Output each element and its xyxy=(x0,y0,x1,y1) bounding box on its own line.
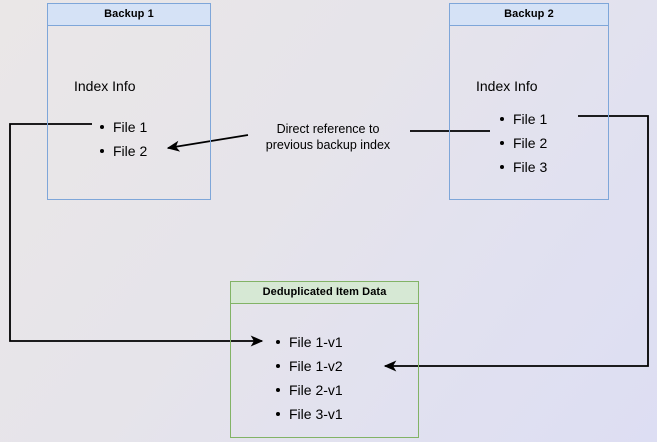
list-item: File 3 xyxy=(500,155,547,179)
list-item: File 1 xyxy=(500,107,547,131)
box-backup-1-body: Index Info File 1 File 2 xyxy=(48,26,210,199)
box-deduplicated-body: File 1-v1 File 1-v2 File 2-v1 File 3-v1 xyxy=(231,304,418,437)
list-item: File 3-v1 xyxy=(276,402,343,426)
backup-2-index-info-label: Index Info xyxy=(476,78,538,94)
box-backup-2-header: Backup 2 xyxy=(450,4,608,26)
list-item: File 1-v2 xyxy=(276,354,343,378)
box-deduplicated-item-data[interactable]: Deduplicated Item Data File 1-v1 File 1-… xyxy=(230,281,419,438)
deduplicated-file-list: File 1-v1 File 1-v2 File 2-v1 File 3-v1 xyxy=(276,330,343,426)
edge-reference-label-line-2: previous backup index xyxy=(265,138,391,152)
edge-reference-label-line-1: Direct reference to xyxy=(276,122,380,136)
backup-2-file-list: File 1 File 2 File 3 xyxy=(500,107,547,179)
edge-reference-label: Direct reference to previous backup inde… xyxy=(252,121,404,153)
box-backup-2[interactable]: Backup 2 Index Info File 1 File 2 File 3 xyxy=(449,3,609,200)
box-backup-1[interactable]: Backup 1 Index Info File 1 File 2 xyxy=(47,3,211,200)
backup-1-file-list: File 1 File 2 xyxy=(100,115,147,163)
list-item: File 1 xyxy=(100,115,147,139)
list-item: File 2 xyxy=(100,139,147,163)
list-item: File 2 xyxy=(500,131,547,155)
backup-1-index-info-label: Index Info xyxy=(74,78,136,94)
box-backup-2-body: Index Info File 1 File 2 File 3 xyxy=(450,26,608,199)
list-item: File 2-v1 xyxy=(276,378,343,402)
box-deduplicated-header: Deduplicated Item Data xyxy=(231,282,418,304)
list-item: File 1-v1 xyxy=(276,330,343,354)
box-backup-1-header: Backup 1 xyxy=(48,4,210,26)
